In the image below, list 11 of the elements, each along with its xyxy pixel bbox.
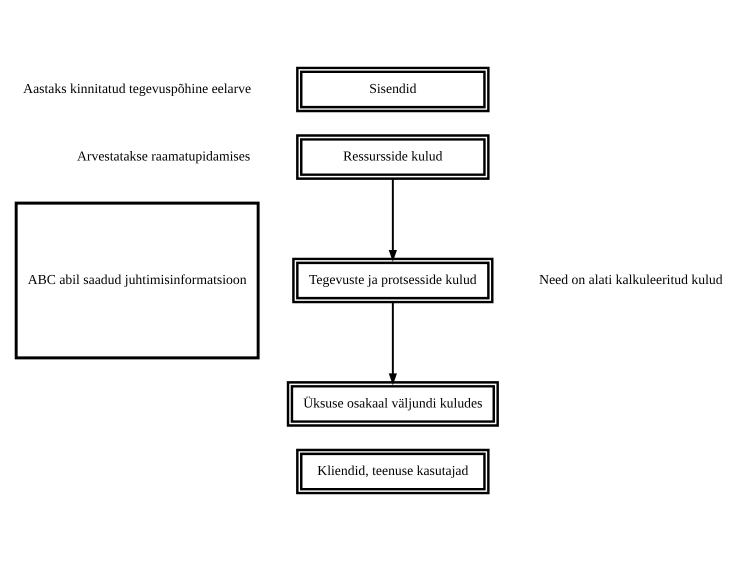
label: Need on alati kalkuleeritud kulud: [539, 272, 723, 288]
arrow: [388, 178, 397, 262]
node-box: Sisendid: [296, 66, 490, 112]
node-label: Arvestatakse raamatupidamises: [77, 148, 250, 164]
node-box: Üksuse osakaal väljundi kuludes: [286, 381, 499, 427]
node-box: Ressursside kulud: [296, 134, 490, 180]
node-box: Kliendid, teenuse kasutajad: [296, 448, 490, 494]
node-box: Tegevuste ja protsesside kulud: [292, 258, 494, 304]
arrow: [388, 302, 397, 386]
node-label: Aastaks kinnitatud tegevuspõhine eelarve: [23, 81, 252, 96]
node-box: ABC abil saadud juhtimisinformatsioon: [14, 202, 260, 360]
